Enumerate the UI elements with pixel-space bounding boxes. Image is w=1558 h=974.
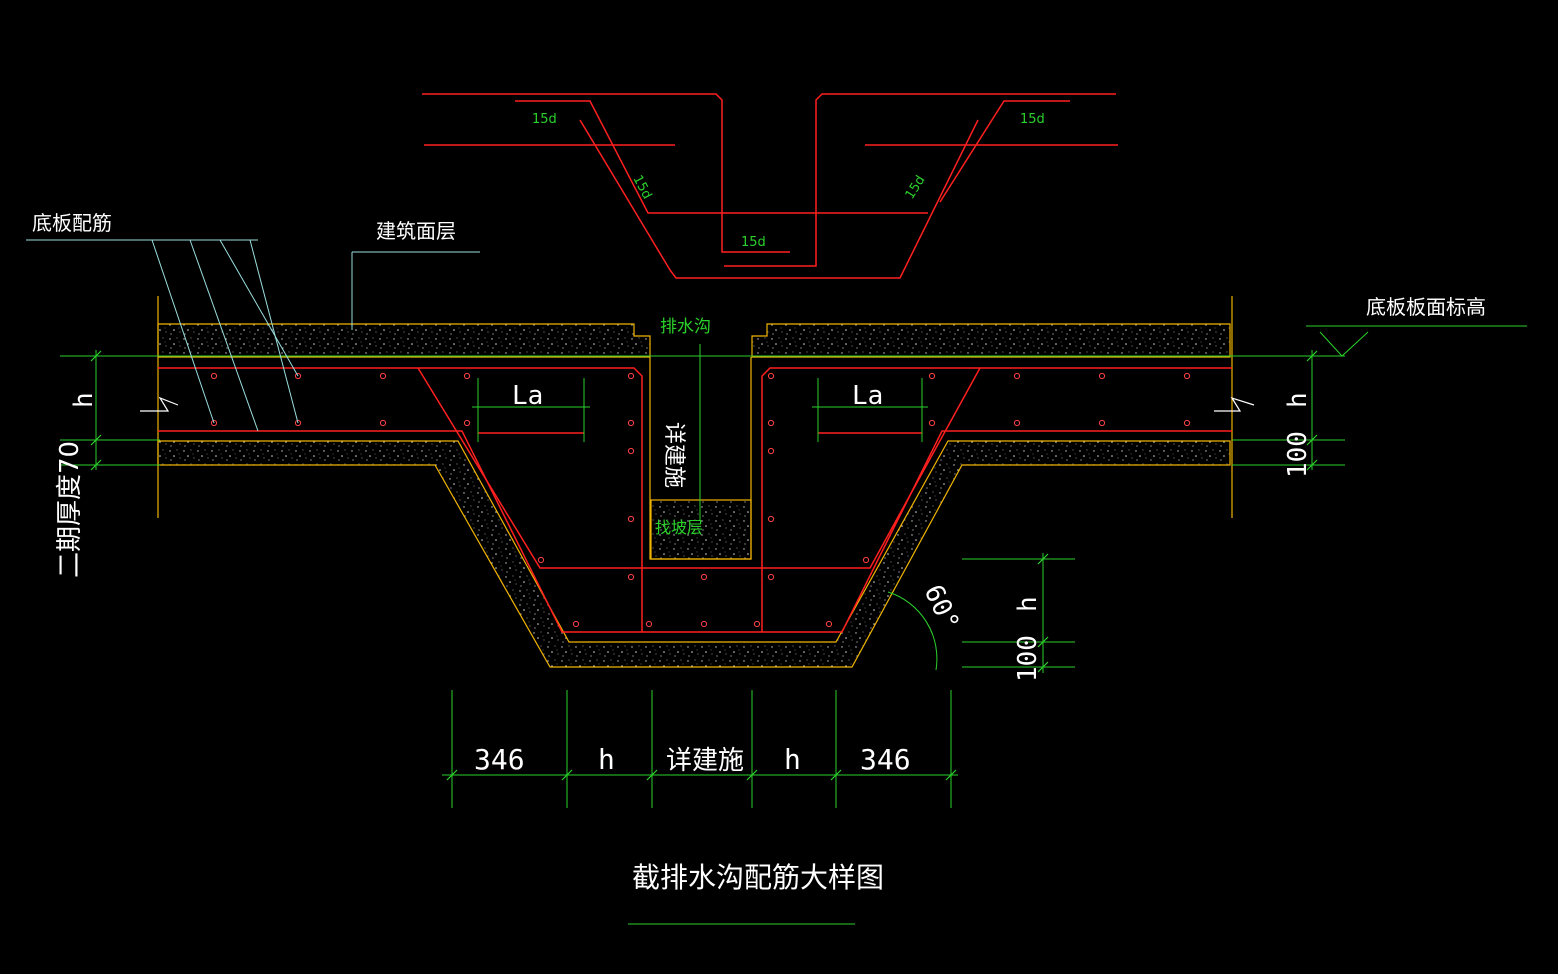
label-100-right: 100 — [1283, 431, 1313, 478]
detail-label-bottom: 15d — [741, 235, 766, 250]
dim-346-right: 346 — [860, 743, 911, 776]
dimension-lines — [60, 325, 1527, 925]
label-slab-reinforcement: 底板配筋 — [32, 211, 112, 235]
rebar-detail-right-bar — [724, 93, 1116, 267]
dim-h-left: h — [598, 743, 615, 776]
label-h-lower: h — [1013, 596, 1043, 612]
dim-see-arch: 详建施 — [666, 746, 744, 776]
section-rebar — [158, 367, 1232, 633]
label-see-arch-vertical: 详建施 — [661, 422, 686, 488]
label-h-right: h — [1283, 392, 1313, 408]
label-drainage-ditch: 排水沟 — [660, 317, 711, 337]
detail-label-slope-right: 15d — [903, 173, 929, 202]
concrete-sections — [157, 296, 1233, 668]
detail-label-top-left: 15d — [532, 112, 557, 127]
dim-h-right: h — [784, 743, 801, 776]
surface-layer-left — [157, 323, 651, 358]
rebar-detail-left-slope-bar — [515, 100, 928, 214]
label-la-right: La — [852, 381, 883, 411]
label-leveling-layer: 找坡层 — [655, 518, 703, 537]
label-building-surface: 建筑面层 — [376, 219, 456, 243]
label-slab-top-elevation: 底板板面标高 — [1366, 295, 1486, 319]
break-symbol-right — [1214, 396, 1255, 412]
leader-lines — [26, 239, 480, 432]
label-100-lower: 100 — [1013, 635, 1043, 682]
rebar-inner-slope — [417, 367, 981, 569]
label-h-left: h — [69, 392, 99, 408]
rebar-detail-left-bar — [422, 93, 790, 253]
label-la-left: La — [512, 381, 543, 411]
trough-concrete-shell — [157, 440, 1231, 668]
drawing-title: 截排水沟配筋大样图 — [632, 861, 884, 894]
rebar-detail-right-slope-bar — [939, 100, 1070, 203]
rebar-top-right — [761, 367, 1232, 568]
rebar-dots — [210, 372, 1191, 628]
detail-label-slope-left: 15d — [629, 173, 654, 202]
ditch-inner-walls — [649, 357, 752, 560]
rebar-bending-detail — [422, 93, 1118, 279]
rebar-bottom-slope — [158, 430, 1232, 633]
dim-346-left: 346 — [474, 743, 525, 776]
detail-label-top-right: 15d — [1020, 112, 1045, 127]
rebar-top-left — [158, 367, 643, 568]
label-stage2-thickness: 二期厚度70 — [55, 441, 85, 578]
break-symbol-left — [140, 396, 179, 412]
label-angle: 60° — [918, 580, 965, 635]
surface-layer-right — [751, 323, 1231, 358]
rebar-detail-outer-bar — [579, 119, 979, 279]
